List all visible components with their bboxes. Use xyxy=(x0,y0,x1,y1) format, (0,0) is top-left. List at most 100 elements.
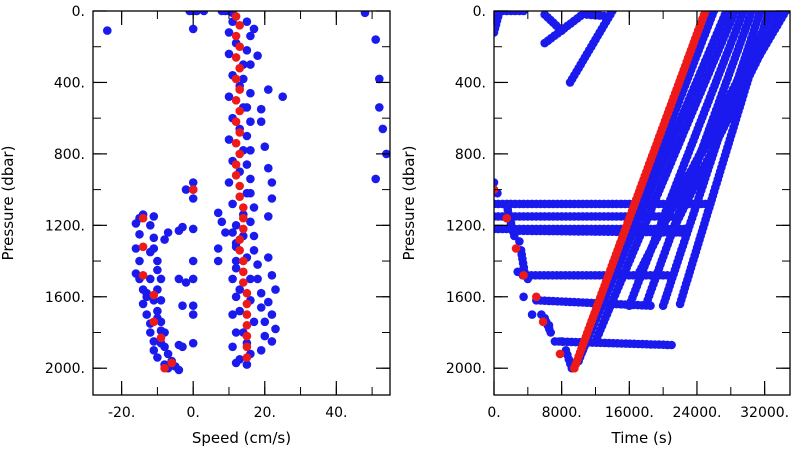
chart-panel-1: 0.400.800.1200.1600.2000.0.8000.16000.24… xyxy=(400,4,791,447)
data-point xyxy=(235,306,244,316)
data-point xyxy=(156,274,166,284)
data-point xyxy=(246,117,255,126)
data-point xyxy=(267,310,277,319)
data-point xyxy=(160,363,169,373)
data-point xyxy=(235,21,244,30)
data-point xyxy=(188,338,198,348)
data-point xyxy=(235,246,244,255)
data-point xyxy=(131,244,141,253)
x-axis-title: Speed (cm/s) xyxy=(192,429,291,447)
data-point xyxy=(188,194,198,203)
data-point xyxy=(267,271,277,280)
data-point xyxy=(174,226,184,235)
data-point xyxy=(242,321,252,330)
y-tick-label: 400. xyxy=(455,75,486,91)
data-point xyxy=(242,17,252,27)
data-point xyxy=(228,199,237,209)
y-tick-label: 1200. xyxy=(45,218,85,234)
data-point xyxy=(242,288,252,298)
data-point xyxy=(188,178,198,187)
data-point xyxy=(235,128,244,137)
data-point xyxy=(242,46,252,55)
data-point xyxy=(235,42,244,51)
data-point xyxy=(256,104,266,114)
data-point xyxy=(156,296,166,305)
data-point xyxy=(213,208,223,218)
data-point xyxy=(231,256,241,266)
data-point xyxy=(178,342,187,352)
y-axis-title: Pressure (dbar) xyxy=(0,146,17,261)
data-point xyxy=(249,203,259,212)
data-point xyxy=(768,11,778,16)
x-tick-label: 20. xyxy=(254,405,276,421)
data-point xyxy=(538,317,548,327)
data-point xyxy=(235,235,244,244)
data-point xyxy=(213,256,223,266)
data-point xyxy=(242,310,252,319)
plot-area xyxy=(103,11,390,375)
data-point xyxy=(228,310,237,319)
data-point xyxy=(231,117,241,126)
data-point xyxy=(730,11,740,16)
data-point xyxy=(249,24,259,34)
data-point xyxy=(188,185,198,194)
data-point xyxy=(228,342,237,352)
data-point xyxy=(135,230,144,239)
data-point xyxy=(260,317,270,327)
data-point xyxy=(163,349,173,359)
data-point xyxy=(260,142,270,151)
data-point xyxy=(494,11,504,18)
data-point xyxy=(264,297,273,307)
plot-frame xyxy=(92,10,391,396)
data-point xyxy=(146,328,155,337)
data-point xyxy=(246,217,255,227)
data-point xyxy=(181,185,191,194)
data-point xyxy=(264,163,273,173)
chart-panel-0: 0.400.800.1200.1600.2000.-20.0.20.40.Spe… xyxy=(0,4,391,447)
data-point xyxy=(146,221,155,230)
y-tick-label: 2000. xyxy=(45,361,85,377)
data-point xyxy=(502,213,512,223)
data-point xyxy=(103,26,112,35)
data-point xyxy=(375,103,384,112)
data-point xyxy=(519,271,528,280)
data-point xyxy=(228,228,237,237)
data-point xyxy=(264,212,273,221)
series-0 xyxy=(103,11,390,375)
data-point xyxy=(239,74,248,84)
data-point xyxy=(174,365,184,375)
data-point xyxy=(555,349,565,359)
data-point xyxy=(239,267,248,277)
data-point xyxy=(146,274,155,284)
data-point xyxy=(246,146,255,155)
data-point xyxy=(519,292,528,302)
data-point xyxy=(160,235,169,244)
data-point xyxy=(221,228,230,237)
data-point xyxy=(253,51,262,60)
data-point xyxy=(239,213,248,223)
data-point xyxy=(231,160,241,169)
data-point xyxy=(239,278,248,287)
series-0 xyxy=(494,11,790,373)
data-point xyxy=(149,337,159,346)
y-tick-label: 0. xyxy=(473,4,486,20)
y-tick-label: 800. xyxy=(54,147,85,163)
data-point xyxy=(235,63,244,73)
data-point xyxy=(239,256,248,266)
data-point xyxy=(235,285,244,294)
data-point xyxy=(246,188,255,198)
data-point xyxy=(149,233,159,243)
plot-area xyxy=(494,11,790,373)
data-point xyxy=(231,12,241,21)
data-point xyxy=(239,224,248,234)
data-point xyxy=(515,237,524,246)
data-point xyxy=(546,328,555,337)
data-point xyxy=(231,221,241,230)
data-point xyxy=(149,317,159,327)
data-point xyxy=(224,92,234,101)
data-point xyxy=(235,149,244,159)
data-point xyxy=(235,85,244,94)
y-axis-title: Pressure (dbar) xyxy=(400,146,418,261)
data-point xyxy=(224,178,234,187)
